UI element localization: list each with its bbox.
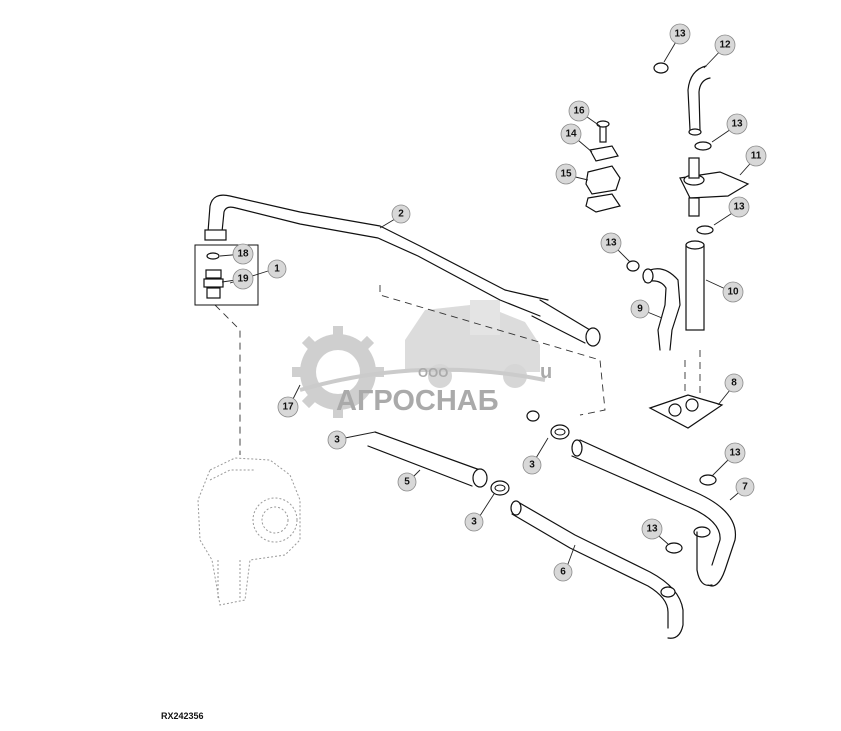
engine-housing: [197, 457, 301, 606]
callout-12: 12: [714, 34, 736, 56]
svg-text:2: 2: [398, 209, 404, 220]
figure-reference-code: RX242356: [161, 711, 204, 721]
svg-text:13: 13: [729, 448, 741, 459]
callout-1: 1: [267, 259, 287, 279]
hose-part-2: [204, 194, 549, 317]
svg-text:5: 5: [404, 477, 410, 488]
dashed-guides: [214, 285, 701, 455]
svg-text:6: 6: [560, 567, 566, 578]
svg-text:13: 13: [731, 119, 743, 130]
callout-2: 2: [391, 204, 411, 224]
hose-part-9: [642, 268, 681, 351]
callout-16: 16: [568, 100, 590, 122]
watermark-prefix: ООО: [418, 365, 448, 380]
tube-part-10: [685, 240, 705, 331]
svg-text:3: 3: [334, 435, 340, 446]
callout-19: 19: [232, 268, 254, 290]
callout-7: 7: [735, 477, 755, 497]
watermark-swoosh: [299, 367, 546, 392]
svg-text:10: 10: [727, 287, 739, 298]
watermark-tractor-icon: [405, 300, 540, 388]
callout-13: 13: [726, 113, 748, 135]
hose-part-7: [571, 439, 737, 587]
callout-13: 13: [728, 196, 750, 218]
svg-text:9: 9: [637, 304, 643, 315]
callout-13: 13: [641, 518, 663, 540]
callout-3: 3: [327, 430, 347, 450]
callout-18: 18: [232, 243, 254, 265]
callout-11: 11: [745, 145, 767, 167]
fitting-assembly-part-1: [194, 244, 259, 306]
svg-text:13: 13: [674, 29, 686, 40]
svg-text:1: 1: [274, 264, 280, 275]
svg-text:13: 13: [733, 202, 745, 213]
svg-text:16: 16: [573, 106, 585, 117]
svg-text:15: 15: [560, 169, 572, 180]
callout-6: 6: [553, 562, 573, 582]
svg-text:13: 13: [646, 524, 658, 535]
clamps-part-3: [490, 410, 570, 496]
callout-5: 5: [397, 472, 417, 492]
watermark-suffix: u: [540, 361, 552, 383]
hose-part-5: [367, 431, 488, 488]
callout-14: 14: [560, 123, 582, 145]
callout-13: 13: [669, 23, 691, 45]
svg-text:12: 12: [719, 40, 731, 51]
clip-assembly: [585, 120, 621, 213]
tee-fitting-part-11: [679, 157, 750, 217]
clamps-part-13: [626, 62, 717, 554]
callout-13: 13: [600, 232, 622, 254]
hose-part-6: [510, 500, 684, 639]
svg-text:19: 19: [237, 274, 249, 285]
svg-text:18: 18: [237, 249, 249, 260]
watermark-company-name: АГРОСНАБ: [336, 385, 499, 417]
callout-13: 13: [724, 442, 746, 464]
callout-15: 15: [555, 163, 577, 185]
svg-text:17: 17: [282, 402, 294, 413]
callout-10: 10: [722, 281, 744, 303]
svg-text:3: 3: [529, 460, 535, 471]
svg-text:14: 14: [565, 129, 577, 140]
svg-text:11: 11: [751, 151, 762, 162]
svg-text:7: 7: [742, 482, 748, 493]
callout-3: 3: [522, 455, 542, 475]
plate-part-8: [648, 394, 724, 429]
callout-8: 8: [724, 373, 744, 393]
watermark: ООО АГРОСНАБ u: [292, 300, 552, 418]
callout-17: 17: [277, 396, 299, 418]
callout-9: 9: [630, 299, 650, 319]
short-hose-upper: [531, 299, 601, 347]
svg-text:3: 3: [471, 517, 477, 528]
callouts: 1 2 3 3 3 5 6 7 8 9 10 11 12 13 13 13 13…: [232, 23, 767, 582]
svg-text:8: 8: [731, 378, 737, 389]
svg-text:13: 13: [605, 238, 617, 249]
hose-part-12: [687, 65, 711, 136]
callout-3: 3: [464, 512, 484, 532]
